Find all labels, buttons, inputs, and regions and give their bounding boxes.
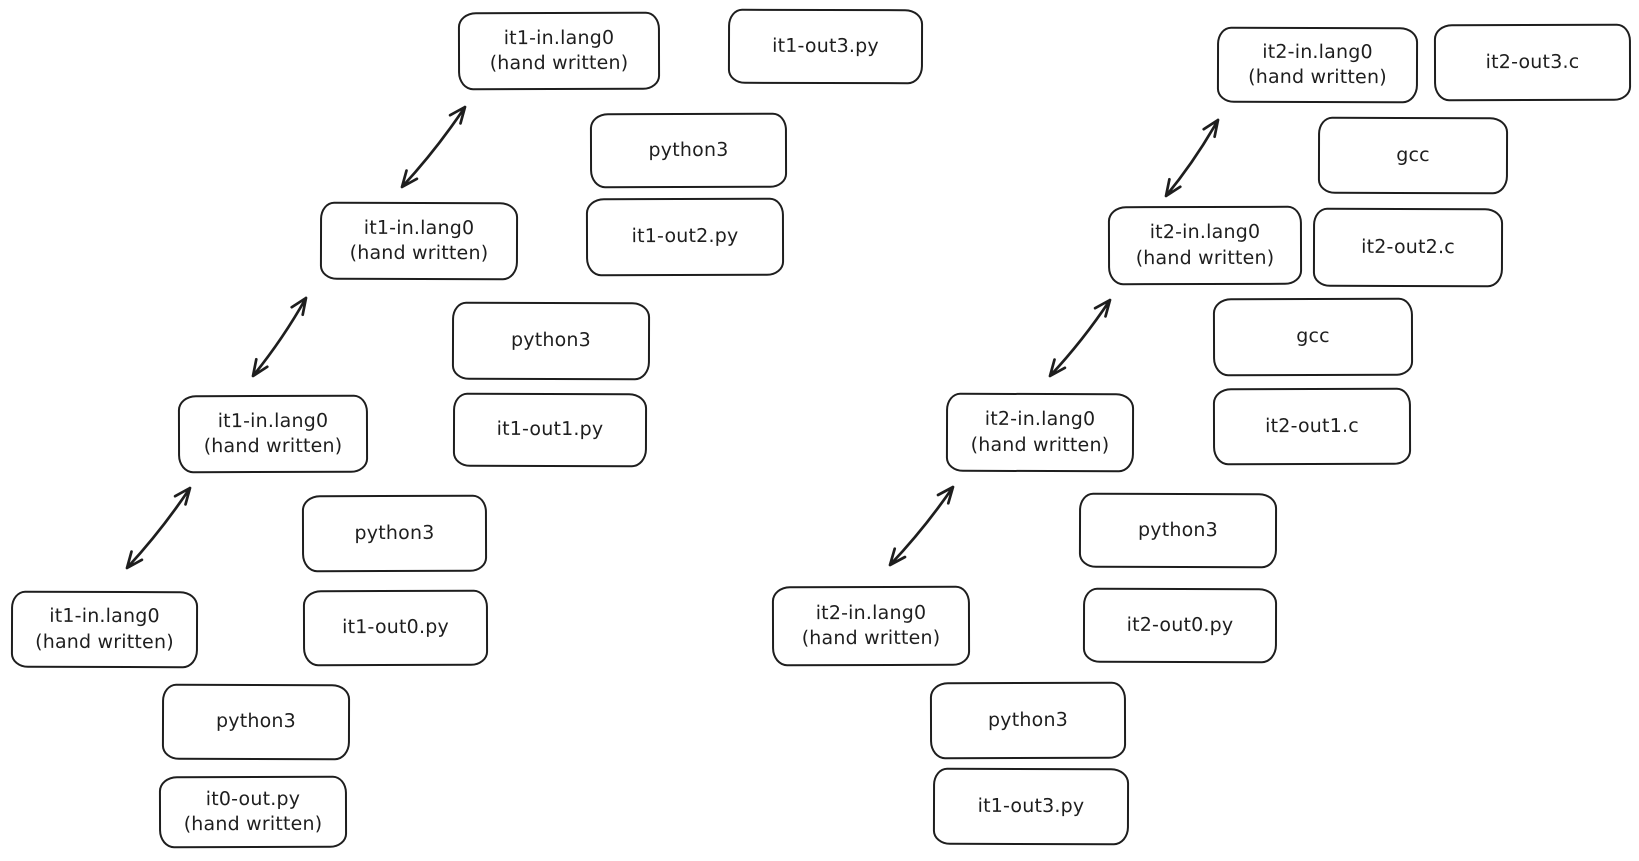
diagram-node-python3-it1-step2[interactable]: python3 — [451, 301, 651, 381]
node-label: it2-in.lang0 — [984, 408, 1096, 431]
node-label: (hand written) — [1248, 65, 1387, 89]
node-label: (hand written) — [801, 626, 941, 650]
diagram-node-it2-in-iter3[interactable]: it2-in.lang0(hand written) — [1216, 26, 1419, 104]
diagram-node-python3-it2-step0[interactable]: python3 — [929, 681, 1127, 760]
node-label: it1-out2.py — [631, 225, 739, 248]
diagram-node-python3-it2-step1[interactable]: python3 — [1078, 492, 1278, 569]
diagram-node-it2-in-iter1[interactable]: it2-in.lang0(hand written) — [945, 392, 1135, 473]
double-arrow-it2-iter1-iter2[interactable] — [1048, 298, 1112, 378]
diagram-node-python3-it1-step0[interactable]: python3 — [161, 683, 351, 761]
node-label: python3 — [215, 710, 296, 733]
diagram-node-it0-out[interactable]: it0-out.py(hand written) — [158, 775, 348, 849]
node-label: it1-out3.py — [977, 794, 1085, 818]
double-arrow-it1-iter1-iter2[interactable] — [251, 296, 308, 378]
node-label: it2-out1.c — [1265, 414, 1359, 438]
diagram-node-it2-in-iter2[interactable]: it2-in.lang0(hand written) — [1107, 205, 1303, 286]
node-label: (hand written) — [349, 241, 489, 265]
diagram-node-it1-out0[interactable]: it1-out0.py — [302, 589, 489, 667]
node-label: (hand written) — [489, 51, 629, 75]
diagram-node-it1-in-iter0[interactable]: it1-in.lang0(hand written) — [10, 590, 199, 669]
double-arrow-it2-iter2-iter3[interactable] — [1164, 118, 1220, 198]
node-label: python3 — [987, 708, 1068, 732]
node-label: it2-out3.c — [1485, 50, 1580, 74]
diagram-node-it1-in-iter2[interactable]: it1-in.lang0(hand written) — [319, 201, 519, 281]
diagram-node-it1-in-iter3[interactable]: it1-in.lang0(hand written) — [457, 11, 661, 91]
diagram-node-it2-out3[interactable]: it2-out3.c — [1433, 23, 1632, 102]
node-label: it1-in.lang0 — [503, 26, 615, 50]
node-label: it1-out0.py — [342, 616, 449, 639]
node-label: it1-in.lang0 — [363, 216, 475, 240]
diagram-node-it1-out1[interactable]: it1-out1.py — [452, 392, 648, 468]
node-label: it1-in.lang0 — [217, 409, 329, 433]
node-label: python3 — [648, 138, 729, 162]
node-label: (hand written) — [183, 812, 323, 836]
double-arrow-it1-iter2-iter3[interactable] — [400, 105, 467, 189]
node-label: it2-in.lang0 — [815, 601, 927, 625]
node-label: python3 — [354, 521, 435, 545]
node-label: python3 — [1137, 518, 1218, 542]
node-label: it1-in.lang0 — [49, 605, 160, 628]
diagram-node-it2-out0[interactable]: it2-out0.py — [1082, 587, 1278, 664]
diagram-node-it1-in-iter1[interactable]: it1-in.lang0(hand written) — [177, 394, 369, 474]
node-label: gcc — [1396, 143, 1430, 166]
node-label: (hand written) — [1135, 246, 1275, 269]
node-label: (hand written) — [203, 434, 343, 458]
node-label: it2-out0.py — [1126, 613, 1234, 637]
node-label: it2-out2.c — [1361, 235, 1455, 259]
diagram-node-python3-it1-step3[interactable]: python3 — [589, 112, 788, 189]
diagram-node-it2-in-iter0[interactable]: it2-in.lang0(hand written) — [771, 585, 971, 667]
node-label: python3 — [510, 329, 591, 352]
node-label: it2-in.lang0 — [1149, 221, 1261, 244]
node-label: (hand written) — [970, 433, 1110, 456]
diagram-node-it1-out2[interactable]: it1-out2.py — [585, 197, 785, 277]
node-label: it2-in.lang0 — [1262, 40, 1373, 64]
double-arrow-it1-iter0-iter1[interactable] — [125, 486, 192, 570]
diagram-node-python3-it1-step1[interactable]: python3 — [301, 494, 488, 573]
diagram-node-it2-out1[interactable]: it2-out1.c — [1212, 387, 1412, 466]
node-label: it0-out.py — [205, 787, 301, 811]
diagram-node-it1-out3[interactable]: it1-out3.py — [727, 8, 924, 85]
node-label: it1-out1.py — [496, 418, 604, 441]
diagram-node-gcc-it2-step3[interactable]: gcc — [1317, 116, 1509, 195]
diagram-node-gcc-it2-step2[interactable]: gcc — [1212, 297, 1414, 377]
node-label: gcc — [1296, 325, 1330, 348]
double-arrow-it2-iter0-iter1[interactable] — [888, 485, 955, 567]
node-label: it1-out3.py — [772, 34, 879, 58]
diagram-node-it2-out2[interactable]: it2-out2.c — [1312, 207, 1504, 288]
node-label: (hand written) — [35, 630, 174, 653]
diagram-node-it1-out3-input[interactable]: it1-out3.py — [932, 767, 1130, 846]
